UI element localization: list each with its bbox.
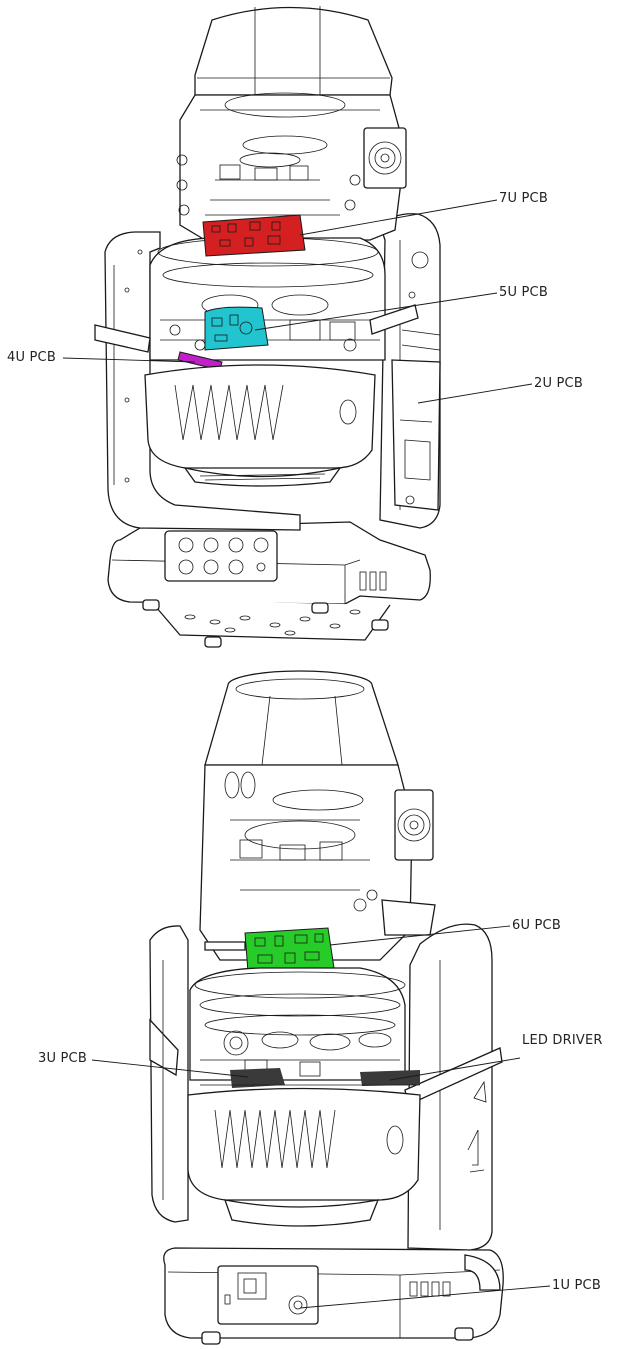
bottom-fixture-lens-housing [187, 1087, 421, 1227]
bottom-fixture-left-yoke [149, 925, 189, 1223]
leader-1u [299, 1285, 551, 1309]
pcb-7u [202, 214, 306, 257]
top-fixture-head-cowl [194, 6, 393, 96]
top-fixture-view [94, 6, 441, 648]
top-fixture-left-yoke [104, 231, 301, 531]
leader-led-driver [389, 1057, 521, 1081]
label-6u-pcb: 6U PCB [512, 918, 561, 933]
pcb-6u-board [244, 927, 335, 973]
bottom-fixture-driver-area [200, 1068, 420, 1088]
pcb-6u [204, 927, 335, 973]
bottom-fixture-head-body [199, 764, 436, 961]
top-fixture-right-panel [391, 359, 441, 511]
top-fixture-head-body [176, 92, 407, 241]
pcb-5u [204, 306, 269, 351]
leader-5u [254, 292, 498, 331]
label-led-driver: LED DRIVER [522, 1033, 603, 1048]
bottom-fixture-head-cowl [204, 670, 399, 766]
top-fixture-base [107, 521, 431, 648]
label-3u-pcb: 3U PCB [38, 1051, 87, 1066]
leader-4u [62, 357, 196, 363]
label-4u-pcb: 4U PCB [7, 350, 56, 365]
label-5u-pcb: 5U PCB [499, 285, 548, 300]
leader-7u [299, 199, 498, 236]
label-1u-pcb: 1U PCB [552, 1278, 601, 1293]
leader-3u [91, 1059, 249, 1078]
bottom-fixture-mechanics [189, 967, 406, 1081]
callout-leaders [62, 199, 551, 1309]
bottom-fixture-base [163, 1247, 504, 1345]
top-fixture-lens-housing [144, 364, 376, 487]
pcb-5u-board [204, 306, 269, 351]
pcb-7u-board [202, 214, 306, 257]
label-2u-pcb: 2U PCB [534, 376, 583, 391]
label-7u-pcb: 7U PCB [499, 191, 548, 206]
leader-6u [329, 925, 511, 946]
leader-2u [417, 383, 533, 404]
bottom-fixture-view [149, 670, 504, 1345]
bottom-fixture-right-yoke [404, 923, 503, 1251]
